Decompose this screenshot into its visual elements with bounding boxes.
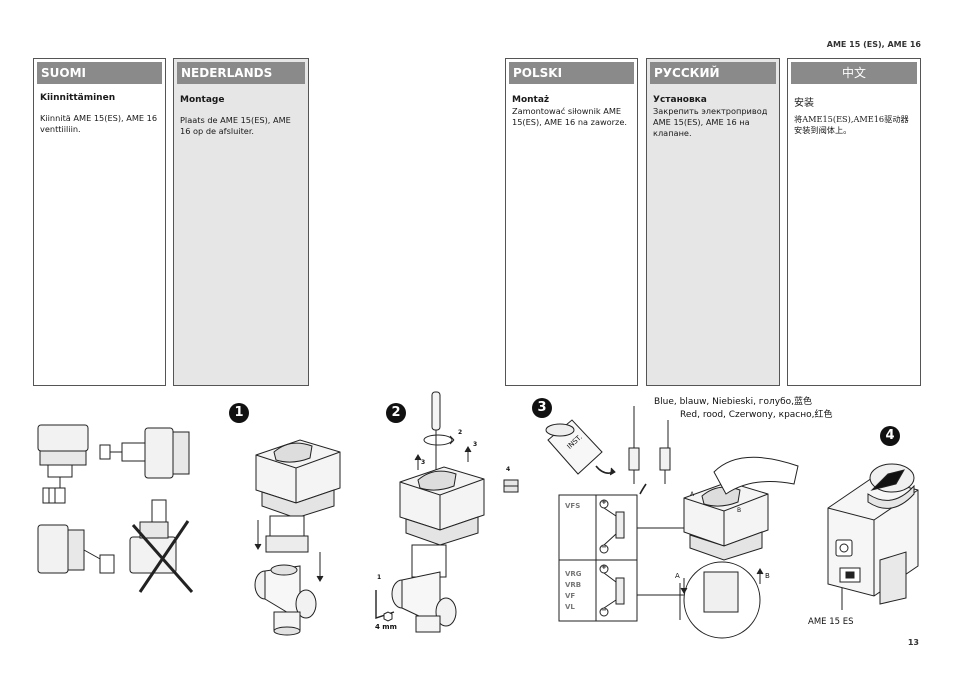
language-tab-polski: POLSKI bbox=[509, 62, 634, 84]
jumper-minus-upper: − bbox=[601, 543, 607, 551]
column-suomi: SUOMI Kiinnittäminen Kiinnitä AME 15(ES)… bbox=[33, 58, 166, 386]
fig2-label-1: 1 bbox=[377, 574, 382, 581]
section-heading: Установка bbox=[653, 95, 707, 105]
direction-label-b: B bbox=[765, 572, 770, 580]
section-heading: Montaż bbox=[512, 95, 550, 105]
step-1-marker: 1 bbox=[229, 403, 249, 423]
actuator-model-label: AME 15 ES bbox=[808, 617, 854, 627]
column-nederlands: NEDERLANDS Montage Plaats de AME 15(ES),… bbox=[173, 58, 309, 386]
column-polski: POLSKI Montaż Zamontować siłownik AME 15… bbox=[505, 58, 638, 386]
actuator-label-a: A bbox=[690, 491, 695, 498]
fig2-label-4: 4 bbox=[506, 466, 511, 473]
valve-type-vrg: VRG bbox=[565, 570, 582, 578]
actuator-label-b: B bbox=[737, 507, 742, 514]
section-text: Закрепить электропривод AME 15(ES), AME … bbox=[653, 106, 768, 138]
valve-type-vf: VF bbox=[565, 592, 576, 600]
step-3-marker: 3 bbox=[532, 398, 552, 418]
section-text: 将AME15(ES),AME16驱动器安装到阀体上。 bbox=[794, 114, 909, 135]
valve-type-vl: VL bbox=[565, 603, 575, 611]
valve-type-vfs: VFS bbox=[565, 502, 581, 510]
language-tab-suomi: SUOMI bbox=[37, 62, 162, 84]
fig2-label-2: 2 bbox=[458, 429, 463, 436]
step-4-marker: 4 bbox=[880, 426, 900, 446]
column-russian: РУССКИЙ Установка Закрепить электроприво… bbox=[646, 58, 780, 386]
section-heading: 安装 bbox=[794, 98, 814, 109]
jumper-minus-lower: − bbox=[601, 606, 607, 614]
jumper-plus-upper: + bbox=[601, 498, 607, 506]
section-text: Plaats de AME 15(ES), AME 16 op de afslu… bbox=[180, 115, 291, 136]
step-2-marker: 2 bbox=[386, 403, 406, 423]
direction-label-a: A bbox=[675, 572, 680, 580]
wire-colour-blue: Blue, blauw, Niebieski, голубо,蓝色 bbox=[654, 397, 813, 407]
fig2-label-3a: 3 bbox=[421, 459, 426, 466]
section-heading: Montage bbox=[180, 95, 225, 105]
page-number: 13 bbox=[907, 638, 919, 647]
language-tab-nederlands: NEDERLANDS bbox=[177, 62, 305, 84]
section-text: Kiinnitä AME 15(ES), AME 16 venttiiliin. bbox=[40, 113, 158, 134]
wire-colour-red: Red, rood, Czerwony, красно,红色 bbox=[680, 410, 833, 420]
valve-type-vrb: VRB bbox=[565, 581, 582, 589]
section-text: Zamontować siłownik AME 15(ES), AME 16 n… bbox=[512, 106, 627, 127]
fig2-label-3b: 3 bbox=[473, 441, 478, 448]
jumper-plus-lower: + bbox=[601, 563, 607, 571]
fig2-hex-size: 4 mm bbox=[375, 623, 397, 631]
document-title: AME 15 (ES), AME 16 bbox=[826, 40, 921, 49]
language-tab-chinese: 中文 bbox=[791, 62, 917, 84]
section-heading: Kiinnittäminen bbox=[40, 93, 116, 103]
column-chinese: 中文 安装 将AME15(ES),AME16驱动器安装到阀体上。 bbox=[787, 58, 921, 386]
language-tab-russian: РУССКИЙ bbox=[650, 62, 776, 84]
